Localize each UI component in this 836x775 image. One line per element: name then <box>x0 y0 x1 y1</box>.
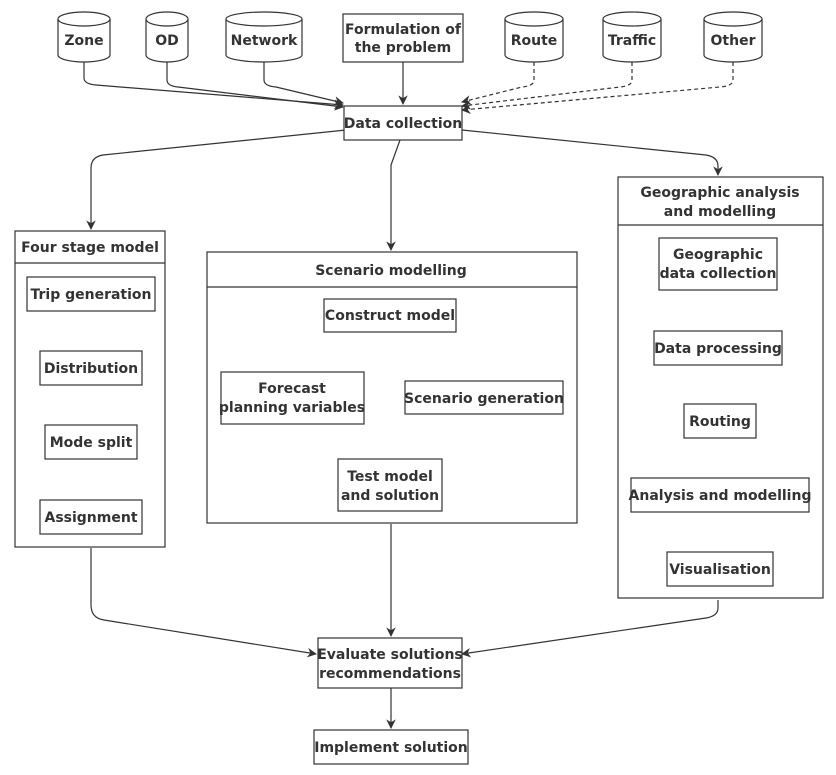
edge-other-to-data-collection <box>461 62 734 115</box>
edge-od-to-data-collection <box>166 62 344 111</box>
edge-route-to-data-collection <box>461 62 535 105</box>
db-od-label: OD <box>155 33 179 49</box>
edge-network-to-data-collection <box>263 62 344 106</box>
edge-traffic-to-data-collection <box>461 62 633 110</box>
visualisation-box: Visualisation <box>666 551 774 587</box>
scenario-title: Scenario modelling <box>315 263 467 279</box>
geographic-title-line2: and modelling <box>664 204 776 220</box>
formulation-box: Formulation of the problem <box>342 13 464 63</box>
data-collection-box: Data collection <box>343 105 463 141</box>
analysis-label: Analysis and modelling <box>629 488 812 504</box>
routing-label: Routing <box>689 414 751 430</box>
implement-box: Implement solution <box>313 729 469 765</box>
assignment-label: Assignment <box>44 510 137 526</box>
edge-four-stage-to-evaluate <box>90 548 317 658</box>
edge-geographic-to-evaluate <box>461 600 719 658</box>
forecast-box: Forecast planning variables <box>219 371 365 425</box>
db-traffic: Traffic <box>602 11 662 63</box>
test-model-line2: and solution <box>341 488 439 504</box>
geo-data-collection-box: Geographic data collection <box>658 237 778 291</box>
evaluate-line2: recommendations <box>319 666 461 682</box>
forecast-line1: Forecast <box>258 381 326 397</box>
db-route-label: Route <box>511 33 558 49</box>
visualisation-label: Visualisation <box>669 562 771 578</box>
forecast-line2: planning variables <box>219 400 365 416</box>
edge-zone-to-data-collection <box>83 62 344 110</box>
formulation-line2: the problem <box>355 40 451 56</box>
test-model-line1: Test model <box>347 469 433 485</box>
formulation-line1: Formulation of <box>345 22 462 38</box>
geographic-title-line1: Geographic analysis <box>640 185 799 201</box>
data-processing-label: Data processing <box>654 341 782 357</box>
distribution-label: Distribution <box>44 361 138 377</box>
db-network-label: Network <box>231 33 298 49</box>
db-zone-label: Zone <box>64 33 103 49</box>
db-other-label: Other <box>711 33 756 49</box>
construct-model-box: Construct model <box>323 298 457 333</box>
db-od: OD <box>145 11 189 63</box>
mode-split-label: Mode split <box>50 435 133 451</box>
geo-data-collection-line2: data collection <box>660 266 777 282</box>
test-model-box: Test model and solution <box>337 458 443 512</box>
db-route: Route <box>504 11 564 63</box>
analysis-box: Analysis and modelling <box>629 477 812 513</box>
edge-data-collection-to-scenario <box>386 139 401 251</box>
implement-label: Implement solution <box>314 740 468 756</box>
mode-split-box: Mode split <box>44 424 138 460</box>
four-stage-title: Four stage model <box>21 240 159 256</box>
scenario-generation-box: Scenario generation <box>404 380 564 415</box>
db-zone: Zone <box>57 11 111 63</box>
db-other: Other <box>703 11 763 63</box>
distribution-box: Distribution <box>39 350 143 386</box>
data-collection-label: Data collection <box>344 116 462 132</box>
db-network: Network <box>225 11 303 63</box>
assignment-box: Assignment <box>39 499 143 535</box>
edge-data-collection-to-geographic <box>461 129 723 176</box>
scenario-generation-label: Scenario generation <box>404 391 564 407</box>
routing-box: Routing <box>683 403 757 439</box>
evaluate-line1: Evaluate solutions <box>317 647 463 663</box>
geo-data-collection-line1: Geographic <box>673 247 763 263</box>
construct-model-label: Construct model <box>325 308 455 324</box>
db-traffic-label: Traffic <box>608 33 656 49</box>
evaluate-box: Evaluate solutions recommendations <box>317 637 463 689</box>
trip-generation-box: Trip generation <box>26 276 156 312</box>
data-processing-box: Data processing <box>653 330 783 366</box>
trip-generation-label: Trip generation <box>30 287 151 303</box>
edge-data-collection-to-four-stage <box>86 129 347 230</box>
